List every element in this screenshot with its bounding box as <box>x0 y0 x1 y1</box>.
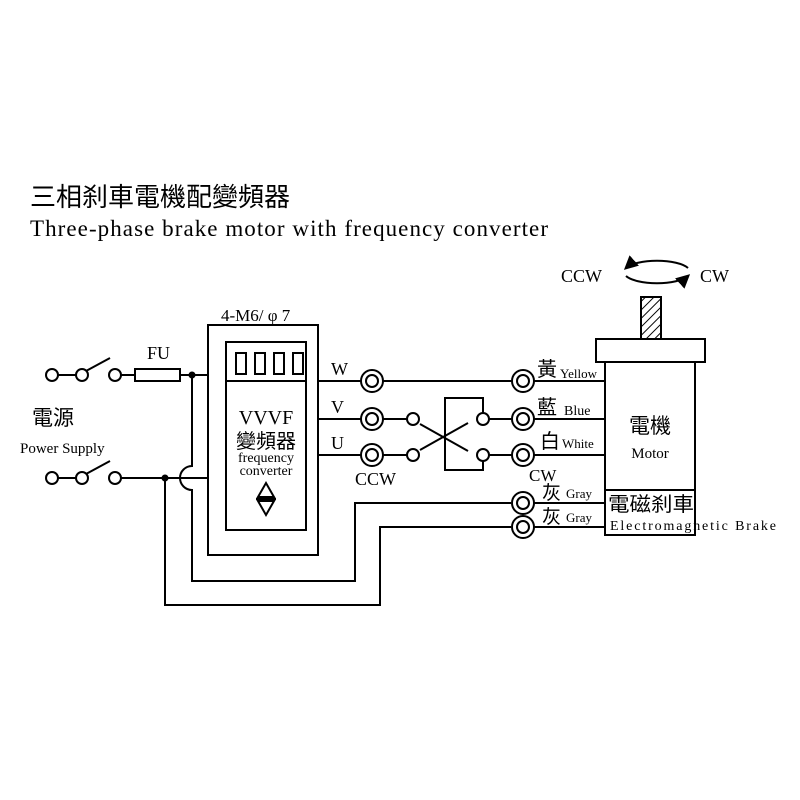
terminal-outer-ring <box>360 443 384 467</box>
wire-label-blue-zh: 藍 <box>537 395 557 419</box>
terminal-outer-ring <box>360 407 384 431</box>
motor-label-en: Motor <box>631 446 669 462</box>
wire-label-gray-2-zh: 灰 <box>542 506 561 528</box>
brake-wire-2 <box>164 478 511 606</box>
switch-contact <box>476 412 490 426</box>
supply-terminal <box>45 368 59 382</box>
switch-contact <box>75 471 89 485</box>
terminal-inner-ring <box>365 448 379 462</box>
wire-label-yellow-zh: 黃 <box>537 357 557 381</box>
wire-label-white-en: White <box>562 436 594 451</box>
switch-bridge-bottom <box>444 437 484 471</box>
terminal-w <box>360 369 384 393</box>
terminal-inner-ring <box>365 374 379 388</box>
converter-label-frequency: frequency <box>238 451 294 466</box>
brake-label-zh: 電磁刹車 <box>608 492 694 516</box>
wire-label-gray-1-en: Gray <box>566 486 592 501</box>
switch-contact <box>406 448 420 462</box>
terminal-outer-ring <box>511 515 535 539</box>
brake-terminal-gray-1 <box>511 491 535 515</box>
wire-label-white-zh: 白 <box>540 429 560 453</box>
motor-flange <box>595 338 706 363</box>
title-english: Three-phase brake motor with frequency c… <box>30 216 548 241</box>
brake-wire-1 <box>179 375 511 582</box>
terminal-inner-ring <box>516 448 530 462</box>
fuse-label: FU <box>147 343 170 363</box>
reversing-switch <box>406 397 490 471</box>
terminal-label-w: W <box>331 359 348 379</box>
terminal-outer-ring <box>360 369 384 393</box>
terminal-inner-ring <box>516 412 530 426</box>
switch-contact <box>406 412 420 426</box>
motor-label-zh: 電機 <box>629 414 671 438</box>
rotation-cw-label: CW <box>700 266 729 286</box>
wire-label-yellow-en: Yellow <box>560 366 598 381</box>
terminal-inner-ring <box>516 374 530 388</box>
display-digit <box>254 352 266 375</box>
terminal-inner-ring <box>516 520 530 534</box>
terminal-u <box>360 443 384 467</box>
terminal-outer-ring <box>511 407 535 431</box>
motor-body <box>604 361 696 536</box>
terminal-inner-ring <box>516 496 530 510</box>
terminal-v <box>360 407 384 431</box>
rotation-arrow-bottom <box>625 274 691 289</box>
converter-label-vvvf: VVVF <box>239 407 293 429</box>
up-down-arrow-icon <box>256 480 276 518</box>
motor-terminal-blue <box>511 407 535 431</box>
power-supply-label-zh: 電源 <box>32 406 74 430</box>
motor-shaft <box>640 296 662 340</box>
terminal-outer-ring <box>511 491 535 515</box>
terminal-outer-ring <box>511 443 535 467</box>
switch-contact <box>108 368 122 382</box>
converter-label-zh: 變頻器 <box>236 429 296 453</box>
reversing-cw-label: CW <box>529 466 557 485</box>
power-supply-label-en: Power Supply <box>20 441 105 457</box>
brake-label-en: Electromagnetic Brake <box>610 519 776 534</box>
switch-contact <box>476 448 490 462</box>
wire-label-blue-en: Blue <box>564 404 590 419</box>
terminal-label-v: V <box>331 397 344 417</box>
wire-label-gray-1-zh: 灰 <box>542 482 561 504</box>
down-arrow-icon <box>256 500 276 518</box>
terminal-outer-ring <box>511 369 535 393</box>
display-digit <box>292 352 304 375</box>
mount-hole-label: 4-M6/ φ 7 <box>221 306 291 325</box>
reversing-ccw-label: CCW <box>355 469 396 489</box>
converter-label-converter: converter <box>240 464 293 479</box>
rotation-ccw-label: CCW <box>561 266 602 286</box>
converter-inner-panel <box>225 341 307 531</box>
switch-bridge-top <box>444 397 484 437</box>
up-arrow-icon <box>256 480 276 498</box>
supply-switch-line-2 <box>45 460 208 485</box>
switch-contact <box>108 471 122 485</box>
brake-terminal-gray-2 <box>511 515 535 539</box>
switch-contact <box>75 368 89 382</box>
switch-blade <box>85 357 111 372</box>
display-digit <box>273 352 285 375</box>
switch-blade <box>85 460 111 475</box>
title-chinese: 三相刹車電機配變頻器 <box>30 183 290 213</box>
fuse <box>134 368 181 382</box>
wire-label-gray-2-en: Gray <box>566 510 592 525</box>
rotation-arrow-top <box>623 255 689 270</box>
supply-switch-line-1 <box>45 357 208 382</box>
display-digit <box>235 352 247 375</box>
switch-cross <box>419 422 469 451</box>
supply-terminal <box>45 471 59 485</box>
motor-terminal-white <box>511 443 535 467</box>
motor-terminal-yellow <box>511 369 535 393</box>
terminal-label-u: U <box>331 433 344 453</box>
converter-display <box>235 352 304 375</box>
converter-outer-box <box>207 324 319 556</box>
terminal-inner-ring <box>365 412 379 426</box>
